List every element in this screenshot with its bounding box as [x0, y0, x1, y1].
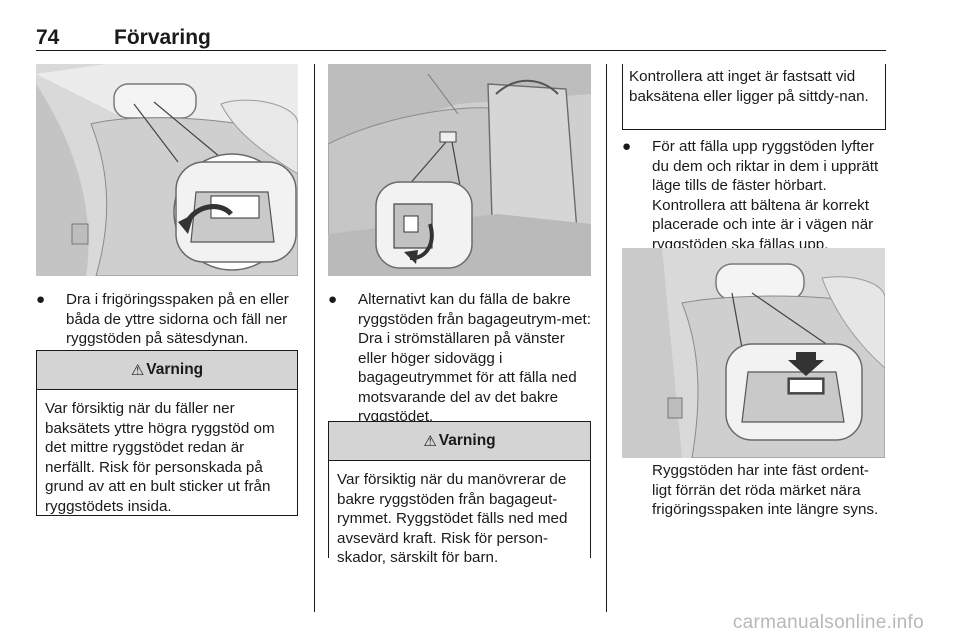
warning-icon: ⚠ — [423, 433, 437, 450]
note-box: Kontrollera att inget är fastsatt vid ba… — [622, 64, 886, 130]
figure-red-marker — [622, 248, 885, 458]
bullet-text: Dra i frigöringsspaken på en eller båda … — [66, 291, 289, 347]
warning-header: ⚠ Varning — [37, 351, 297, 390]
warning-box-2: ⚠ Varning Var försiktig när du manövrera… — [328, 421, 591, 566]
figure-cargo-switch — [328, 64, 591, 276]
bullet-text: För att fälla upp ryggstöden lyfter du d… — [652, 138, 879, 253]
bullet-dot: ● — [622, 138, 632, 155]
column-divider-left — [314, 64, 315, 612]
warning-icon: ⚠ — [130, 362, 145, 379]
page-header: 74 Förvaring — [36, 22, 886, 51]
figure-caption: Ryggstöden har inte fäst ordent-ligt för… — [652, 462, 879, 518]
watermark: carmanualsonline.info — [732, 612, 924, 633]
bullet-dot: ● — [328, 291, 338, 308]
warning-text: Var försiktig när du fäller ner baksätet… — [45, 400, 275, 515]
bullet-dot: ● — [36, 291, 46, 308]
figure-seat-release-lever — [36, 64, 298, 276]
warning-title: Varning — [438, 432, 496, 449]
warning-box-1: ⚠ Varning Var försiktig när du fäller ne… — [36, 350, 298, 516]
warning-header: ⚠ Varning — [329, 422, 590, 461]
page-title: Förvaring — [114, 26, 211, 49]
warning-text: Var försiktig när du manövrerar de bakre… — [337, 471, 568, 566]
page-number: 74 — [36, 26, 60, 49]
warning-title: Varning — [146, 361, 204, 378]
column-divider-right — [606, 64, 607, 612]
bullet-text: Alternativt kan du fälla de bakre ryggst… — [358, 291, 591, 425]
